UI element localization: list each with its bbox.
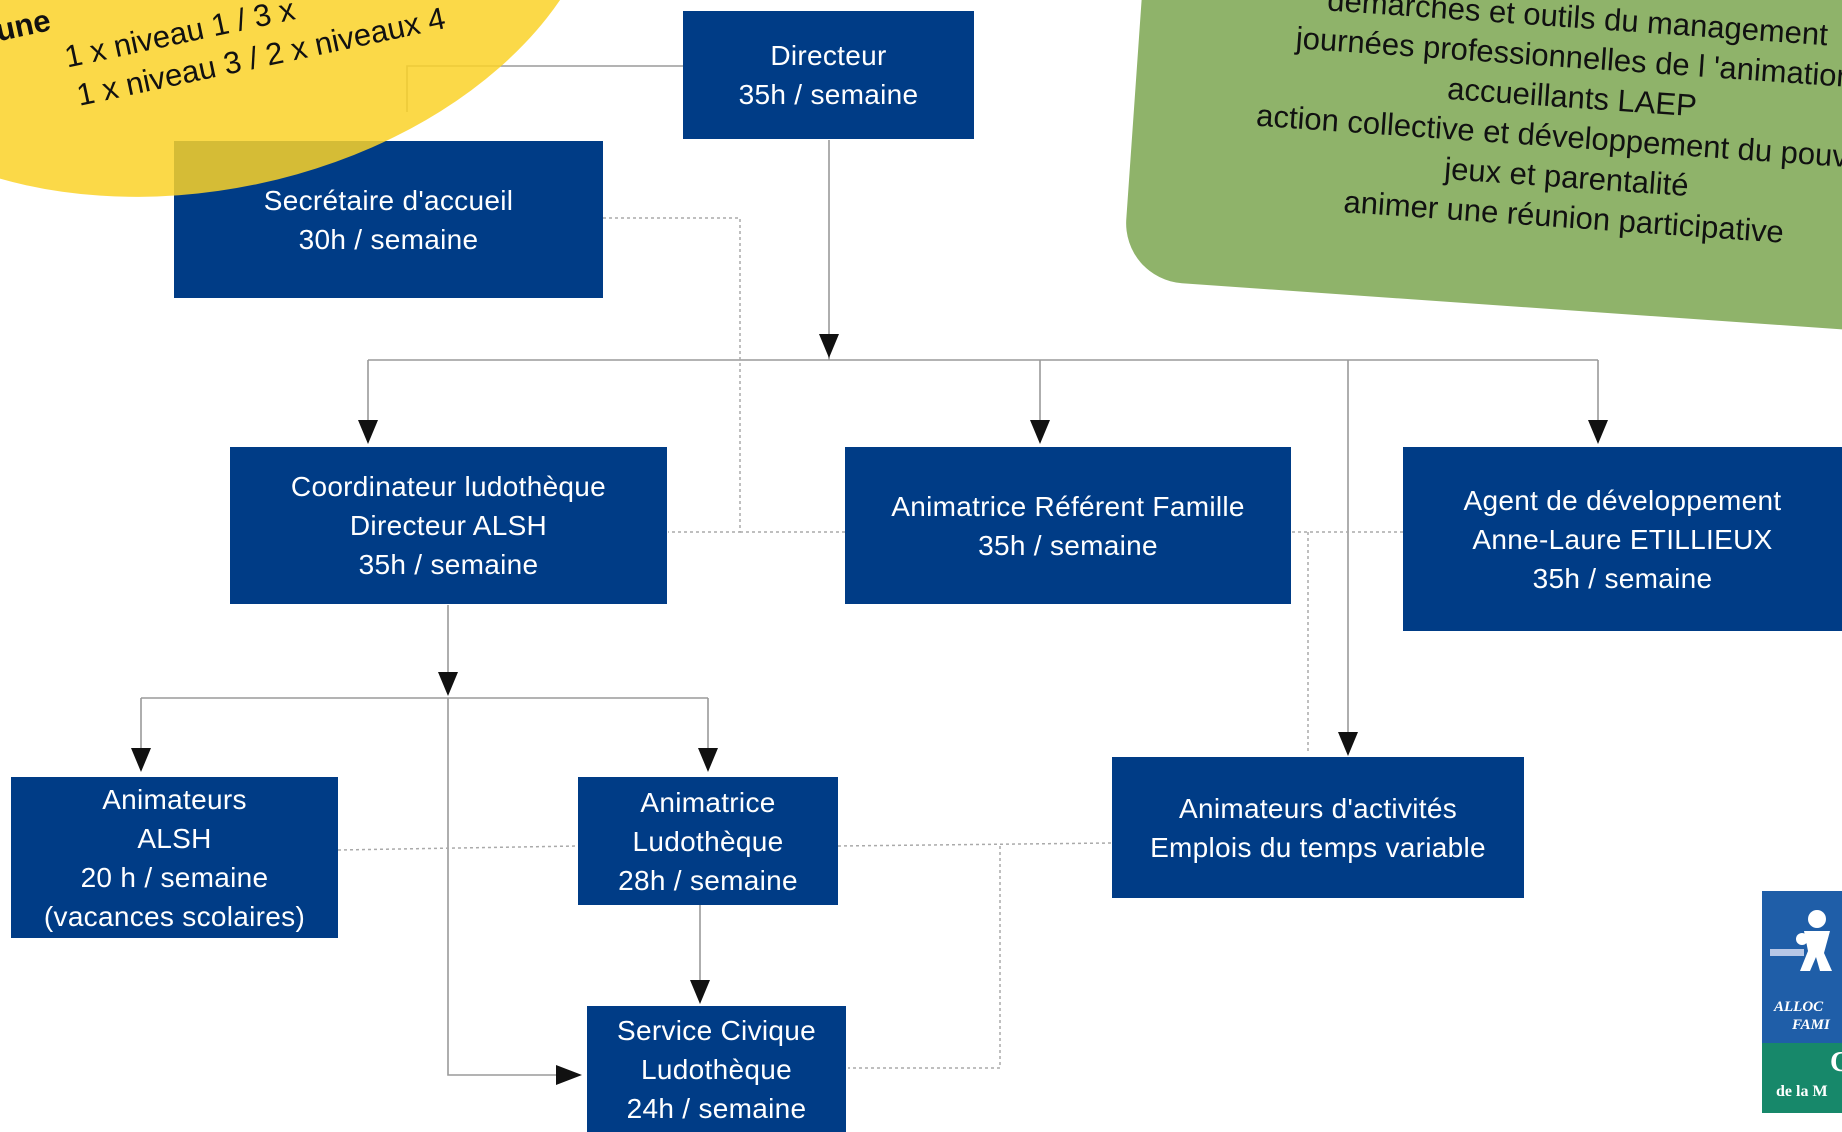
node-agent-name: Anne-Laure ETILLIEUX bbox=[1472, 523, 1773, 555]
caf-logo-top bbox=[1762, 891, 1842, 1043]
node-ludotheque-subtitle: Ludothèque bbox=[632, 825, 784, 857]
node-coordinateur-title: Coordinateur ludothèque bbox=[290, 471, 607, 502]
node-animateurs-alsh: Animateurs ALSH 20 h / semaine (vacances… bbox=[11, 777, 338, 938]
node-directeur-title: Directeur bbox=[770, 40, 887, 71]
node-referent-title: Animatrice Référent Famille bbox=[891, 490, 1245, 522]
caf-logo-line4: de la M bbox=[1776, 1083, 1828, 1100]
node-civique-hours: 24h / semaine bbox=[626, 1092, 807, 1124]
node-coordinateur-role: Directeur ALSH bbox=[349, 510, 548, 541]
node-alsh-subtitle: ALSH bbox=[137, 822, 212, 854]
caf-logo-line2: FAMI bbox=[1792, 1017, 1830, 1033]
node-animatrice-ludotheque: Animatrice Ludothèque 28h / semaine bbox=[578, 777, 838, 905]
caf-logo-bottom bbox=[1762, 1043, 1842, 1113]
caf-logo: ALLOC FAMI C de la M bbox=[1762, 891, 1842, 1113]
node-agent-hours: 35h / semaine bbox=[1532, 562, 1713, 594]
node-alsh-title: Animateurs bbox=[102, 783, 247, 815]
node-civique-title: Service Civique bbox=[616, 1014, 817, 1046]
caf-figures-icon bbox=[1770, 910, 1832, 971]
node-referent-hours: 35h / semaine bbox=[978, 529, 1158, 561]
node-ludotheque-title: Animatrice bbox=[640, 786, 776, 818]
node-animateurs-activites: Animateurs d'activités Emplois du temps … bbox=[1112, 757, 1524, 898]
node-directeur: Directeur 35h / semaine bbox=[683, 11, 974, 139]
node-activites-title: Animateurs d'activités bbox=[1178, 792, 1458, 824]
caf-logo-line1: ALLOC bbox=[1774, 999, 1824, 1015]
node-secretaire-title: Secrétaire d'accueil bbox=[263, 184, 514, 216]
node-referent-famille: Animatrice Référent Famille 35h / semain… bbox=[845, 447, 1291, 604]
node-secretaire-hours: 30h / semaine bbox=[298, 223, 479, 255]
caf-logo-line3: C bbox=[1830, 1047, 1842, 1078]
node-coordinateur-hours: 35h / semaine bbox=[358, 549, 539, 580]
node-coordinateur: Coordinateur ludothèque Directeur ALSH 3… bbox=[230, 447, 667, 604]
node-service-civique: Service Civique Ludothèque 24h / semaine bbox=[587, 1006, 846, 1132]
node-agent-developpement: Agent de développement Anne-Laure ETILLI… bbox=[1403, 447, 1842, 631]
node-agent-title: Agent de développement bbox=[1463, 484, 1782, 516]
node-alsh-note: (vacances scolaires) bbox=[43, 900, 306, 932]
node-directeur-hours: 35h / semaine bbox=[738, 79, 919, 110]
node-civique-subtitle: Ludothèque bbox=[641, 1053, 792, 1085]
node-ludotheque-hours: 28h / semaine bbox=[618, 864, 798, 896]
node-activites-schedule: Emplois du temps variable bbox=[1150, 831, 1486, 863]
node-alsh-hours: 20 h / semaine bbox=[80, 861, 269, 893]
